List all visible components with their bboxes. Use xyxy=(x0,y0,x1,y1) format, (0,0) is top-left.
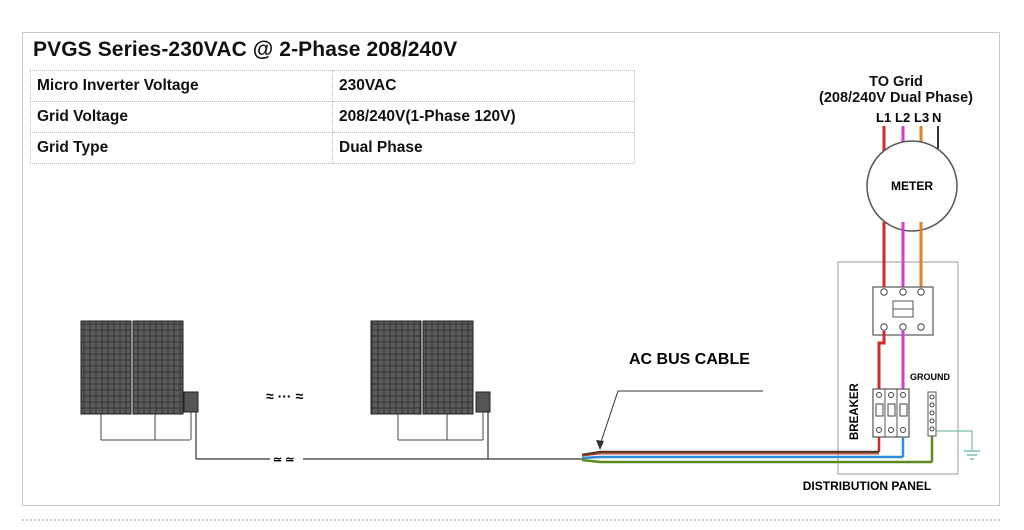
distribution-panel xyxy=(837,261,959,475)
grid-title: TO Grid xyxy=(869,74,923,90)
spec-value: Dual Phase xyxy=(332,132,635,164)
ellipsis: ≈ ··· ≈ xyxy=(266,388,303,404)
grid-subtitle: (208/240V Dual Phase) xyxy=(819,90,973,106)
solar-panel xyxy=(132,320,184,415)
ground-wire xyxy=(936,430,973,450)
solar-panel xyxy=(422,320,474,415)
phase-label-l1: L1 xyxy=(876,110,891,125)
spec-table: Micro Inverter Voltage 230VAC Grid Volta… xyxy=(30,70,635,164)
ac-bus-green xyxy=(581,458,932,464)
meter-label: METER xyxy=(891,179,933,193)
breaker-label: BREAKER xyxy=(849,382,861,440)
phase-label-l2: L2 xyxy=(895,110,910,125)
solar-panel-group-left xyxy=(80,320,199,459)
spec-value: 230VAC xyxy=(332,70,635,102)
micro-inverter xyxy=(475,391,491,413)
ac-bus-blue xyxy=(581,455,903,460)
micro-inverter xyxy=(183,391,199,413)
distribution-panel-label: DISTRIBUTION PANEL xyxy=(803,479,931,493)
ac-bus-label: AC BUS CABLE xyxy=(629,351,750,368)
page-title: PVGS Series-230VAC @ 2-Phase 208/240V xyxy=(33,38,458,61)
spec-label: Grid Voltage xyxy=(30,101,333,133)
spec-label: Grid Type xyxy=(30,132,333,164)
wire-l1-low xyxy=(877,331,886,390)
meter xyxy=(866,140,958,232)
ac-bus-dark xyxy=(581,450,879,457)
grid-label: TO Grid (208/240V Dual Phase) xyxy=(800,74,992,106)
diagram-frame xyxy=(22,32,1000,506)
bottom-divider xyxy=(22,519,1000,521)
solar-panel-group-right xyxy=(370,320,491,459)
table-row: Micro Inverter Voltage 230VAC xyxy=(30,70,635,102)
ac-bus-leader xyxy=(599,390,763,446)
solar-panel xyxy=(370,320,422,415)
ac-bus-red xyxy=(581,453,879,457)
solar-panel xyxy=(80,320,132,415)
ground-label: GROUND xyxy=(910,372,950,382)
phase-label-l3: L3 xyxy=(914,110,929,125)
table-row: Grid Type Dual Phase xyxy=(30,132,635,164)
trunk-break: ≃ ≃ xyxy=(273,454,295,466)
phase-label-n: N xyxy=(932,110,941,125)
spec-label: Micro Inverter Voltage xyxy=(30,70,333,102)
